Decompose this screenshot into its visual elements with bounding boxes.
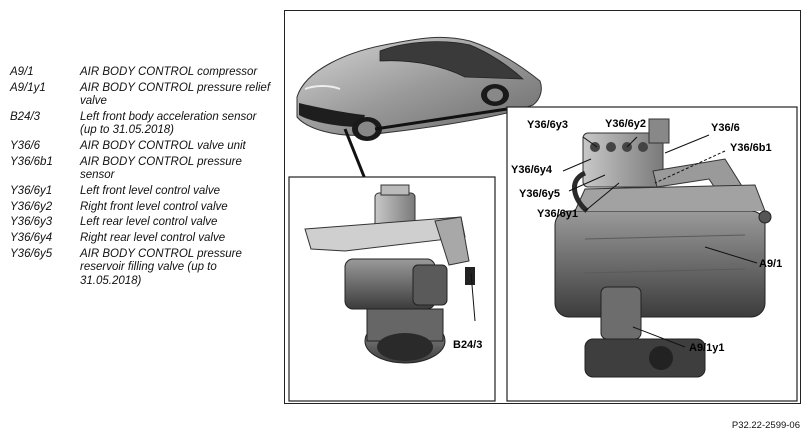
- pointer-line: [374, 107, 508, 131]
- legend-desc: AIR BODY CONTROL pressure relief valve: [80, 81, 271, 108]
- callout-line: [582, 136, 598, 148]
- car-illustration: [296, 36, 542, 141]
- legend-desc: AIR BODY CONTROL pressure reservoir fill…: [80, 247, 242, 287]
- legend-row: A9/1 AIR BODY CONTROL compressor: [10, 66, 272, 80]
- pointer-line: [343, 128, 367, 180]
- legend-desc: AIR BODY CONTROL compressor: [80, 66, 258, 78]
- figure-reference: P32.22-2599-06: [731, 420, 800, 431]
- legend-code: A9/1y1: [10, 81, 46, 94]
- callout-a9-1y1: A9/1y1: [689, 342, 724, 354]
- legend-row: Y36/6y5 AIR BODY CONTROL pressure reservo…: [10, 248, 272, 289]
- callout-y36-6y1: Y36/6y1: [537, 208, 578, 220]
- legend-code: Y36/6: [10, 140, 41, 153]
- callout-line: [664, 134, 710, 154]
- component-diagram: B24/3: [288, 36, 798, 402]
- legend-desc: Left front level control valve: [80, 184, 220, 197]
- callout-line: [562, 158, 592, 172]
- legend-desc: Left rear level control valve: [80, 216, 218, 229]
- legend-code: Y36/6y1: [10, 184, 53, 197]
- legend-code: Y36/6y2: [10, 200, 53, 213]
- callout-y36-6b1: Y36/6b1: [730, 142, 772, 154]
- legend-code: A9/1: [10, 66, 34, 78]
- callout-b24-3: B24/3: [453, 339, 482, 351]
- legend-row: Y36/6 AIR BODY CONTROL valve unit: [10, 140, 272, 154]
- figure-frame: B24/3: [284, 10, 801, 404]
- legend-desc: Left front body acceleration sensor (up …: [80, 110, 257, 137]
- legend-desc: AIR BODY CONTROL valve unit: [80, 140, 246, 153]
- callout-y36-6y4: Y36/6y4: [511, 164, 553, 176]
- legend-row: A9/1y1 AIR BODY CONTROL pressure relief v…: [10, 82, 272, 109]
- callout-line: [568, 174, 606, 192]
- legend-code: Y36/6y4: [10, 232, 53, 244]
- callout-line: [470, 272, 476, 322]
- callout-line: [626, 136, 638, 148]
- callout-line: [654, 150, 726, 184]
- legend-row: B24/3 Left front body acceleration sensor…: [10, 111, 272, 138]
- legend-row: Y36/6y3 Left rear level control valve: [10, 216, 272, 230]
- legend-row: Y36/6b1 AIR BODY CONTROL pressure sensor: [10, 156, 272, 183]
- legend-code: Y36/6y5: [10, 247, 53, 260]
- legend-code: B24/3: [10, 110, 41, 123]
- legend-row: Y36/6y2 Right front level control valve: [10, 201, 272, 215]
- legend-desc: AIR BODY CONTROL pressure sensor: [80, 155, 242, 182]
- callout-line: [704, 246, 758, 264]
- callout-a9-1: A9/1: [759, 258, 782, 270]
- callout-line: [632, 326, 686, 348]
- callout-y36-6y3: Y36/6y3: [527, 119, 568, 131]
- callout-y36-6y5: Y36/6y5: [519, 188, 560, 200]
- callout-y36-6y2: Y36/6y2: [605, 118, 646, 130]
- callout-line: [584, 182, 620, 212]
- callout-y36-6: Y36/6: [711, 122, 740, 134]
- left-detail-panel: B24/3: [288, 176, 496, 402]
- legend-desc: Right rear level control valve: [80, 232, 226, 244]
- right-detail-panel: Y36/6y3 Y36/6y2 Y36/6 Y36/6b1 Y36/6y4 Y3…: [506, 106, 798, 402]
- legend-desc: Right front level control valve: [80, 200, 228, 213]
- legend-row: Y36/6y4 Right rear level control valve: [10, 232, 272, 246]
- legend-code: Y36/6b1: [10, 155, 53, 168]
- legend-row: Y36/6y1 Left front level control valve: [10, 185, 272, 199]
- legend-code: Y36/6y3: [10, 216, 53, 229]
